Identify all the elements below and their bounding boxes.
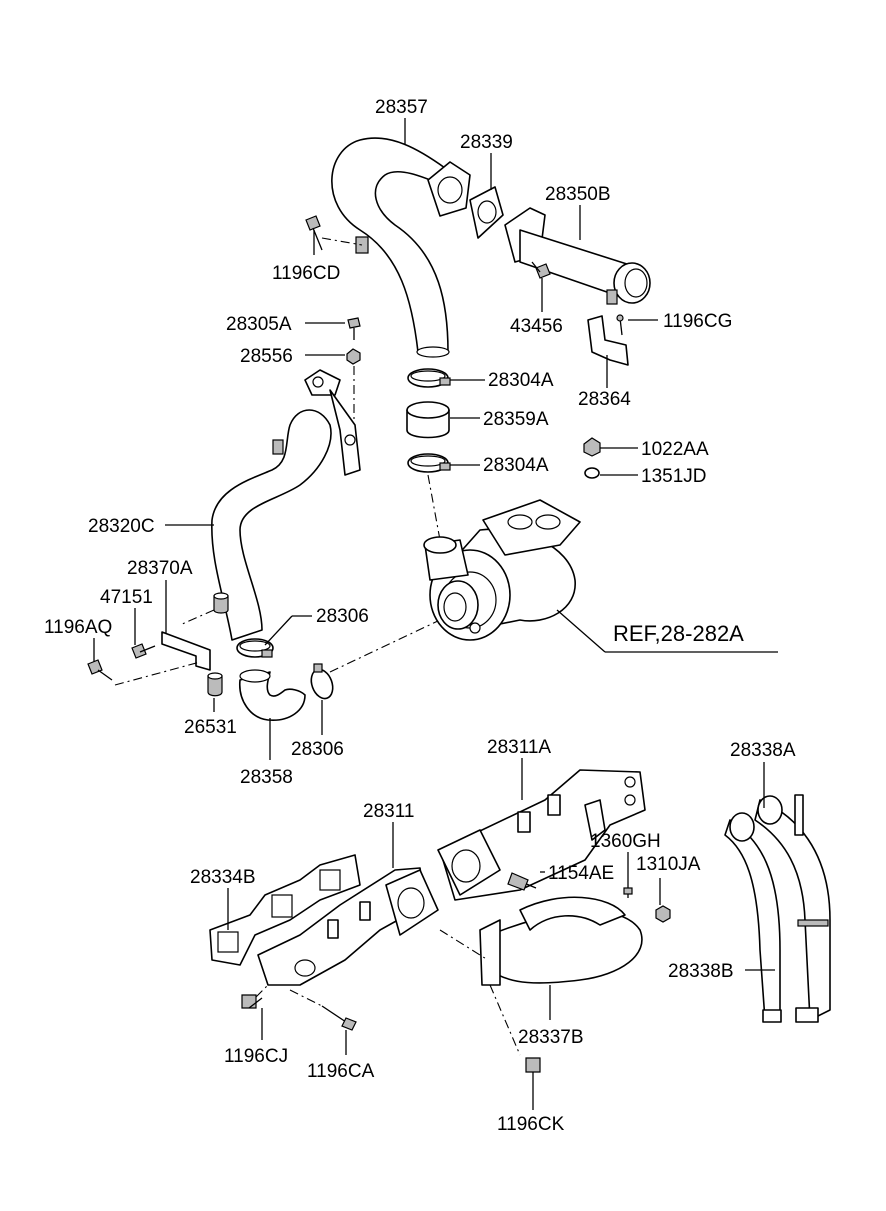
intake-hose-28357 xyxy=(331,137,471,358)
manifold-28311 xyxy=(257,867,439,986)
label-28556: 28556 xyxy=(240,346,293,367)
turbocharger xyxy=(423,499,581,641)
label-28357: 28357 xyxy=(375,97,428,118)
label-28338A: 28338A xyxy=(730,740,796,761)
bolt-47151 xyxy=(131,643,156,659)
part-labels: 28357 28339 28350B 1196CD 43456 1196CG 2… xyxy=(44,97,796,1135)
gasket-28339 xyxy=(469,186,504,239)
pipe-28338A-28338B xyxy=(724,794,831,1023)
grommet xyxy=(213,592,229,614)
label-1196AQ: 1196AQ xyxy=(44,617,112,638)
label-43456: 43456 xyxy=(510,316,563,337)
clamp-28304A-upper xyxy=(407,368,451,388)
label-28359A: 28359A xyxy=(483,409,549,430)
label-28370A: 28370A xyxy=(127,558,193,579)
hose-28358 xyxy=(239,669,306,721)
label-28320C: 28320C xyxy=(88,516,155,537)
manifold-28311A xyxy=(437,769,646,901)
bracket-28370A xyxy=(161,631,211,671)
label-28306-lower: 28306 xyxy=(291,739,344,760)
label-28311A: 28311A xyxy=(487,737,551,758)
stud-1360GH xyxy=(623,880,633,898)
bracket-28364 xyxy=(587,314,629,366)
bolt-1196CA xyxy=(321,1005,357,1031)
label-28304A-lower: 28304A xyxy=(483,455,549,476)
label-28338B: 28338B xyxy=(668,961,734,982)
label-28364: 28364 xyxy=(578,389,631,410)
label-28350B: 28350B xyxy=(545,184,611,205)
label-1351JD: 1351JD xyxy=(641,466,707,487)
label-47151: 47151 xyxy=(100,587,153,608)
label-1310JA: 1310JA xyxy=(636,854,701,875)
label-28311: 28311 xyxy=(363,801,414,822)
nut-26531 xyxy=(207,672,223,697)
label-1022AA: 1022AA xyxy=(641,439,709,460)
bolt-1196AQ xyxy=(87,659,113,681)
washer-28556 xyxy=(346,348,361,365)
label-28337B: 28337B xyxy=(518,1027,584,1048)
label-28306-upper: 28306 xyxy=(316,606,369,627)
bolt-43456 xyxy=(531,261,551,279)
nut-1022AA xyxy=(583,437,601,457)
clamp-28306-lower xyxy=(310,663,334,700)
label-1196CG: 1196CG xyxy=(663,311,732,332)
oil-pipe-28320C xyxy=(211,369,361,641)
clamp-28304A-lower xyxy=(407,453,451,473)
label-1360GH: 1360GH xyxy=(590,831,661,852)
label-1154AE: 1154AE xyxy=(548,863,614,884)
washer-1351JD xyxy=(584,467,600,479)
stud-1154AE xyxy=(507,872,537,891)
label-1196CK: 1196CK xyxy=(497,1114,565,1135)
sleeve-28359A xyxy=(406,401,450,439)
label-1196CD: 1196CD xyxy=(272,263,340,284)
label-26531: 26531 xyxy=(184,717,237,738)
pipe-28337B xyxy=(479,896,643,986)
clamp-28306-upper xyxy=(236,638,274,658)
label-1196CJ: 1196CJ xyxy=(224,1046,288,1067)
bolt-1196CK xyxy=(525,1057,541,1085)
leader-lines xyxy=(93,118,775,1110)
pipe-28350B xyxy=(504,207,651,305)
gasket-28334B xyxy=(209,854,361,966)
label-28339: 28339 xyxy=(460,132,513,153)
label-1196CA: 1196CA xyxy=(307,1061,375,1082)
label-28358: 28358 xyxy=(240,767,293,788)
bolt-1196CJ xyxy=(241,994,263,1009)
label-28305A: 28305A xyxy=(226,314,292,335)
label-28304A-upper: 28304A xyxy=(488,370,554,391)
label-28334B: 28334B xyxy=(190,867,256,888)
ref-label: REF,28-282A xyxy=(613,621,744,646)
bolt-28305A xyxy=(347,317,361,340)
nut-1310JA xyxy=(655,905,671,923)
